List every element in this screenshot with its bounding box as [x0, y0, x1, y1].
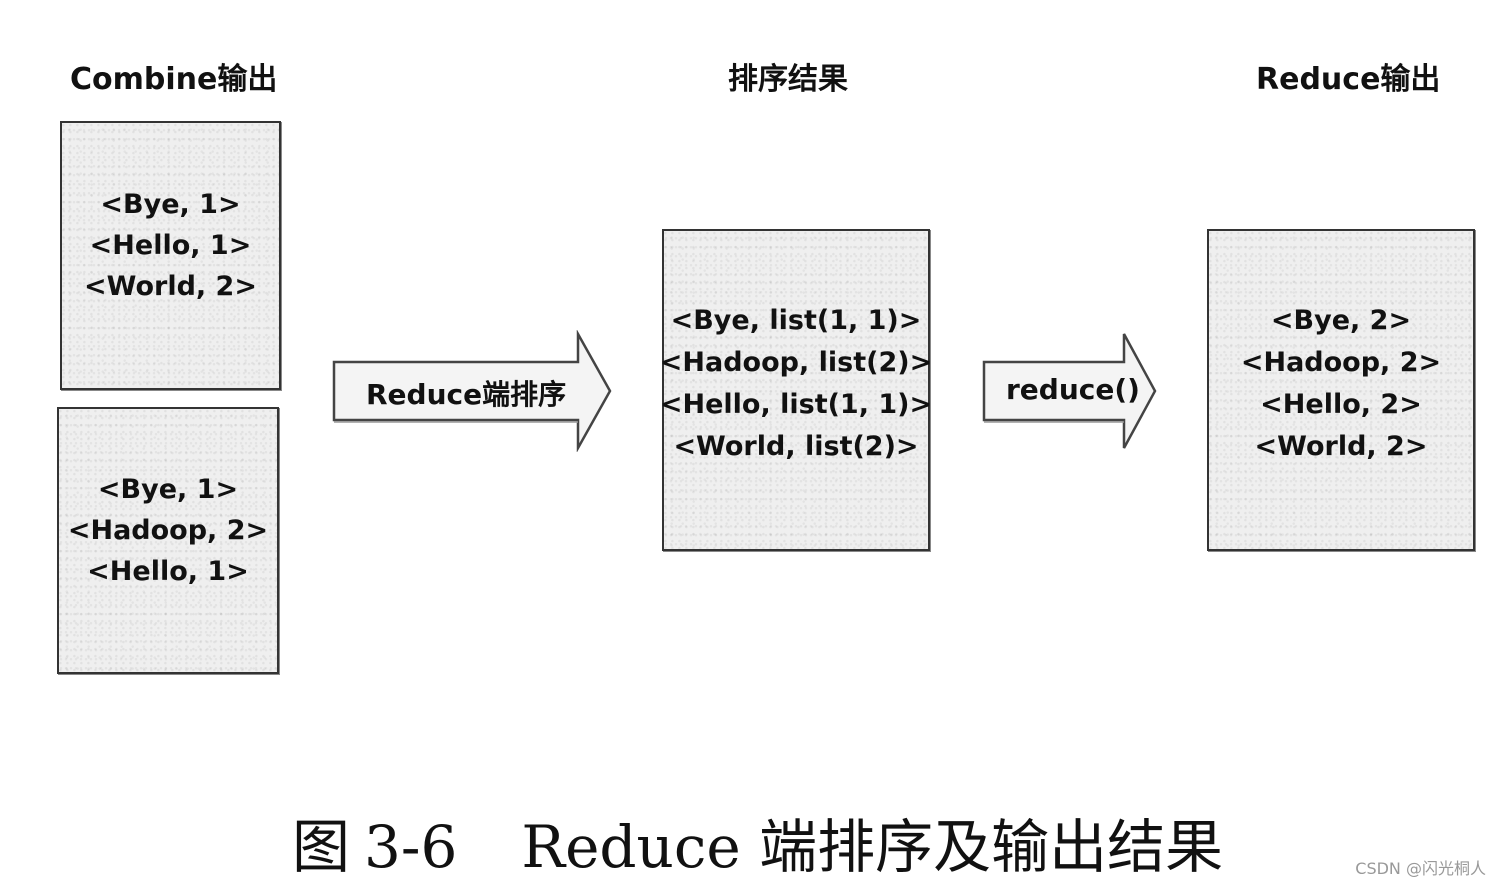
kv-pair: <Hello, list(1, 1)>: [659, 389, 933, 420]
kv-pair: <Hadoop, 2>: [1240, 347, 1442, 378]
sort-result-box: <Bye, list(1, 1)> <Hadoop, list(2)> <Hel…: [659, 229, 933, 551]
kv-pair: <World, 2>: [1254, 431, 1428, 462]
combine-output-box-1: <Bye, 1> <Hello, 1> <World, 2>: [60, 121, 281, 390]
kv-pair: <Hello, 2>: [1260, 389, 1422, 420]
arrow-shape-icon: [982, 333, 1157, 449]
caption-text: Reduce 端排序及输出结果: [521, 813, 1224, 881]
arrow-shape-icon: [332, 330, 612, 452]
reduce-function-arrow: reduce(): [980, 330, 1160, 452]
heading-combine-output: Combine输出: [70, 62, 278, 97]
reduce-output-box: <Bye, 2> <Hadoop, 2> <Hello, 2> <World, …: [1207, 229, 1475, 551]
kv-pair: <Hello, 1>: [87, 556, 249, 587]
arrow-label-reduce-fn: reduce(): [1006, 373, 1140, 406]
arrow-label-reduce-sort: Reduce端排序: [366, 378, 567, 411]
reduce-sort-arrow: Reduce端排序: [330, 330, 615, 452]
kv-pair: <World, 2>: [84, 271, 257, 302]
kv-pair: <World, list(2)>: [673, 431, 919, 462]
caption-figure-label: 图: [292, 813, 351, 881]
kv-pair: <Bye, 1>: [100, 189, 241, 220]
caption-figure-number: 3-6: [364, 813, 458, 881]
watermark: CSDN @闪光桐人: [1355, 859, 1486, 878]
kv-pair: <Bye, 1>: [97, 474, 239, 505]
heading-reduce-output: Reduce输出: [1256, 62, 1441, 97]
heading-sort-result: 排序结果: [728, 62, 848, 97]
combine-output-box-2: <Bye, 1> <Hadoop, 2> <Hello, 1>: [57, 407, 279, 674]
kv-pair: <Bye, 2>: [1270, 305, 1412, 336]
kv-pair: <Hadoop, list(2)>: [659, 347, 933, 378]
kv-pair: <Hadoop, 2>: [67, 515, 269, 546]
kv-pair: <Bye, list(1, 1)>: [670, 305, 922, 336]
kv-pair: <Hello, 1>: [89, 230, 252, 261]
